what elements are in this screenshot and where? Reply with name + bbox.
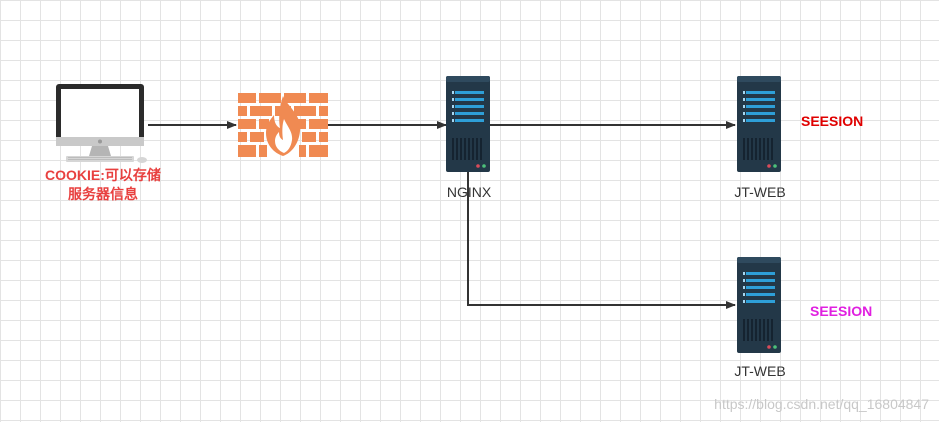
web1-label: JT-WEB <box>734 184 786 200</box>
nginx-server-icon <box>446 76 490 172</box>
client-label: COOKIE:可以存储 服务器信息 <box>18 166 188 204</box>
nginx-label: NGINX <box>446 184 492 200</box>
web2-server-icon <box>737 257 781 353</box>
desktop-computer-icon <box>56 84 147 163</box>
web1-server-icon <box>737 76 781 172</box>
client-label-line1: COOKIE:可以存储 <box>45 167 161 183</box>
watermark: https://blog.csdn.net/qq_16804847 <box>714 396 929 412</box>
edge-nginx-web2 <box>467 171 736 309</box>
firewall-icon <box>238 93 328 157</box>
web2-session-label: SEESION <box>810 303 873 319</box>
web1-session-label: SEESION <box>801 113 864 129</box>
client-label-line2: 服务器信息 <box>68 186 138 202</box>
web2-label: JT-WEB <box>734 363 786 379</box>
